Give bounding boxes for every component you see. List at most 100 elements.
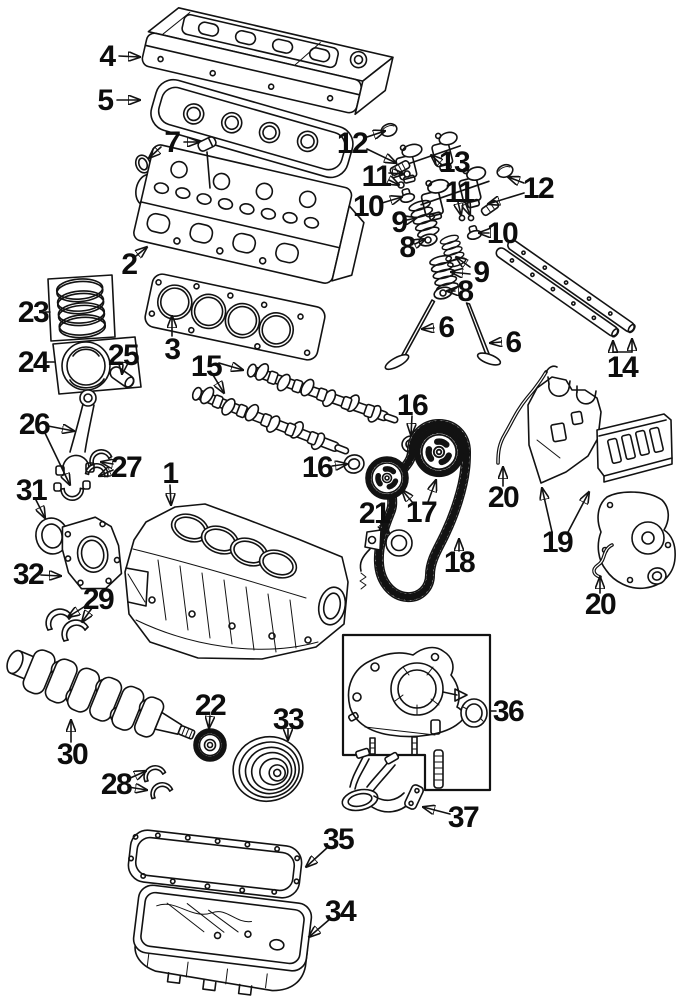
part-seal-retainer [61,516,123,590]
callout-4: 4 [99,40,116,73]
part-cam-sprocket-left [366,457,408,499]
leader-arrow-29 [68,604,88,617]
callout-23: 23 [18,296,49,329]
part-cap-b [496,163,514,179]
leader-arrow-28 [127,787,147,790]
callout-26: 26 [19,408,50,441]
part-camshaft-intake [246,362,399,424]
part-oil-pump [347,646,468,738]
leader-arrow-16 [331,464,347,466]
callout-20: 20 [585,588,616,621]
leader-arrow-31 [36,499,45,518]
callout-16: 16 [302,451,333,484]
part-piston-rings [47,274,116,342]
leader-arrow-15 [212,374,224,393]
leader-arrow-12 [508,177,525,183]
callout-37: 37 [448,801,479,834]
leader-arrow-6 [490,342,501,343]
part-crank-pulley [232,736,304,802]
leader-arrow-10 [381,197,402,203]
callout-3: 3 [164,333,180,366]
part-camshaft-exhaust [191,386,350,455]
leader-arrow-11 [388,173,404,174]
leader-arrow-9 [451,272,471,274]
part-cylinder-head [133,144,365,284]
leader-line-7 [206,151,211,189]
part-main-bearings [140,762,175,800]
callout-10: 10 [487,217,518,250]
callout-22: 22 [195,689,226,722]
leader-arrow-6 [422,328,435,329]
part-rear-timing-cover [527,376,602,484]
part-stem-seal-a [399,187,416,203]
callout-29: 29 [83,583,114,616]
callout-8: 8 [399,231,415,264]
leader-arrow-27 [99,470,114,476]
callout-18: 18 [444,546,475,579]
leader-arrow-13 [431,155,442,165]
part-piston-and-pin [52,336,142,395]
callout-36: 36 [493,695,524,728]
callout-9: 9 [391,206,407,239]
callout-32: 32 [13,558,44,591]
part-valve-cover-gasket [150,78,354,179]
part-lower-timing-cover [597,491,676,590]
leader-arrow-2 [136,247,147,256]
leader-arrow-17 [427,480,436,503]
part-valve-left [384,299,436,371]
callout-15: 15 [191,350,222,383]
leader-arrow-32 [40,575,61,576]
part-crank-timing-gear [193,728,227,762]
callout-35: 35 [323,823,354,856]
part-oil-pan-gasket [127,829,303,899]
callout-16: 16 [397,389,428,422]
leader-arrow-8 [415,239,425,244]
leader-arrow-22 [209,715,210,728]
part-oil-pump-group [341,633,492,792]
leader-arrow-37 [423,807,451,814]
leader-arrow-27 [101,462,114,464]
callout-21: 21 [359,497,390,530]
callout-1: 1 [162,457,178,490]
leader-arrow-9 [456,257,471,267]
leader-arrow-12 [488,192,525,204]
part-connecting-rod [53,389,114,503]
part-spring-retainer-b [432,284,454,302]
callout-19: 19 [542,526,573,559]
callout-7: 7 [164,126,180,159]
callout-9: 9 [473,256,489,289]
part-oil-pan [132,884,313,996]
leader-arrow-17 [402,490,414,504]
leader-arrow-4 [118,56,140,57]
callout-34: 34 [325,895,357,928]
callout-12: 12 [523,172,554,205]
callout-2: 2 [121,248,137,281]
part-cam-sprocket-right [415,428,463,476]
callout-27: 27 [111,451,142,484]
callout-17: 17 [406,496,437,529]
part-guide-tube-left [496,365,558,465]
leader-arrow-26 [47,426,74,431]
leader-arrow-11 [465,201,470,215]
callout-6: 6 [438,311,454,344]
leader-arrow-29 [82,607,92,622]
leader-arrow-1 [170,484,171,505]
part-crankshaft [6,649,196,740]
leader-arrow-9 [407,218,416,220]
callout-14: 14 [607,351,639,384]
part-thrust-washers [45,608,89,642]
part-belt-tensioner [359,529,413,590]
part-cap-a [380,122,398,138]
callout-28: 28 [101,768,132,801]
part-sealing-plug [197,136,217,152]
leader-arrow-15 [218,363,243,370]
part-engine-block [124,503,349,660]
part-valve-cover [141,7,394,116]
leader-arrow-25 [122,365,123,374]
callout-31: 31 [16,474,47,507]
part-rocker-shaft-b [507,239,636,334]
callout-10: 10 [353,190,384,223]
callout-24: 24 [18,346,50,379]
